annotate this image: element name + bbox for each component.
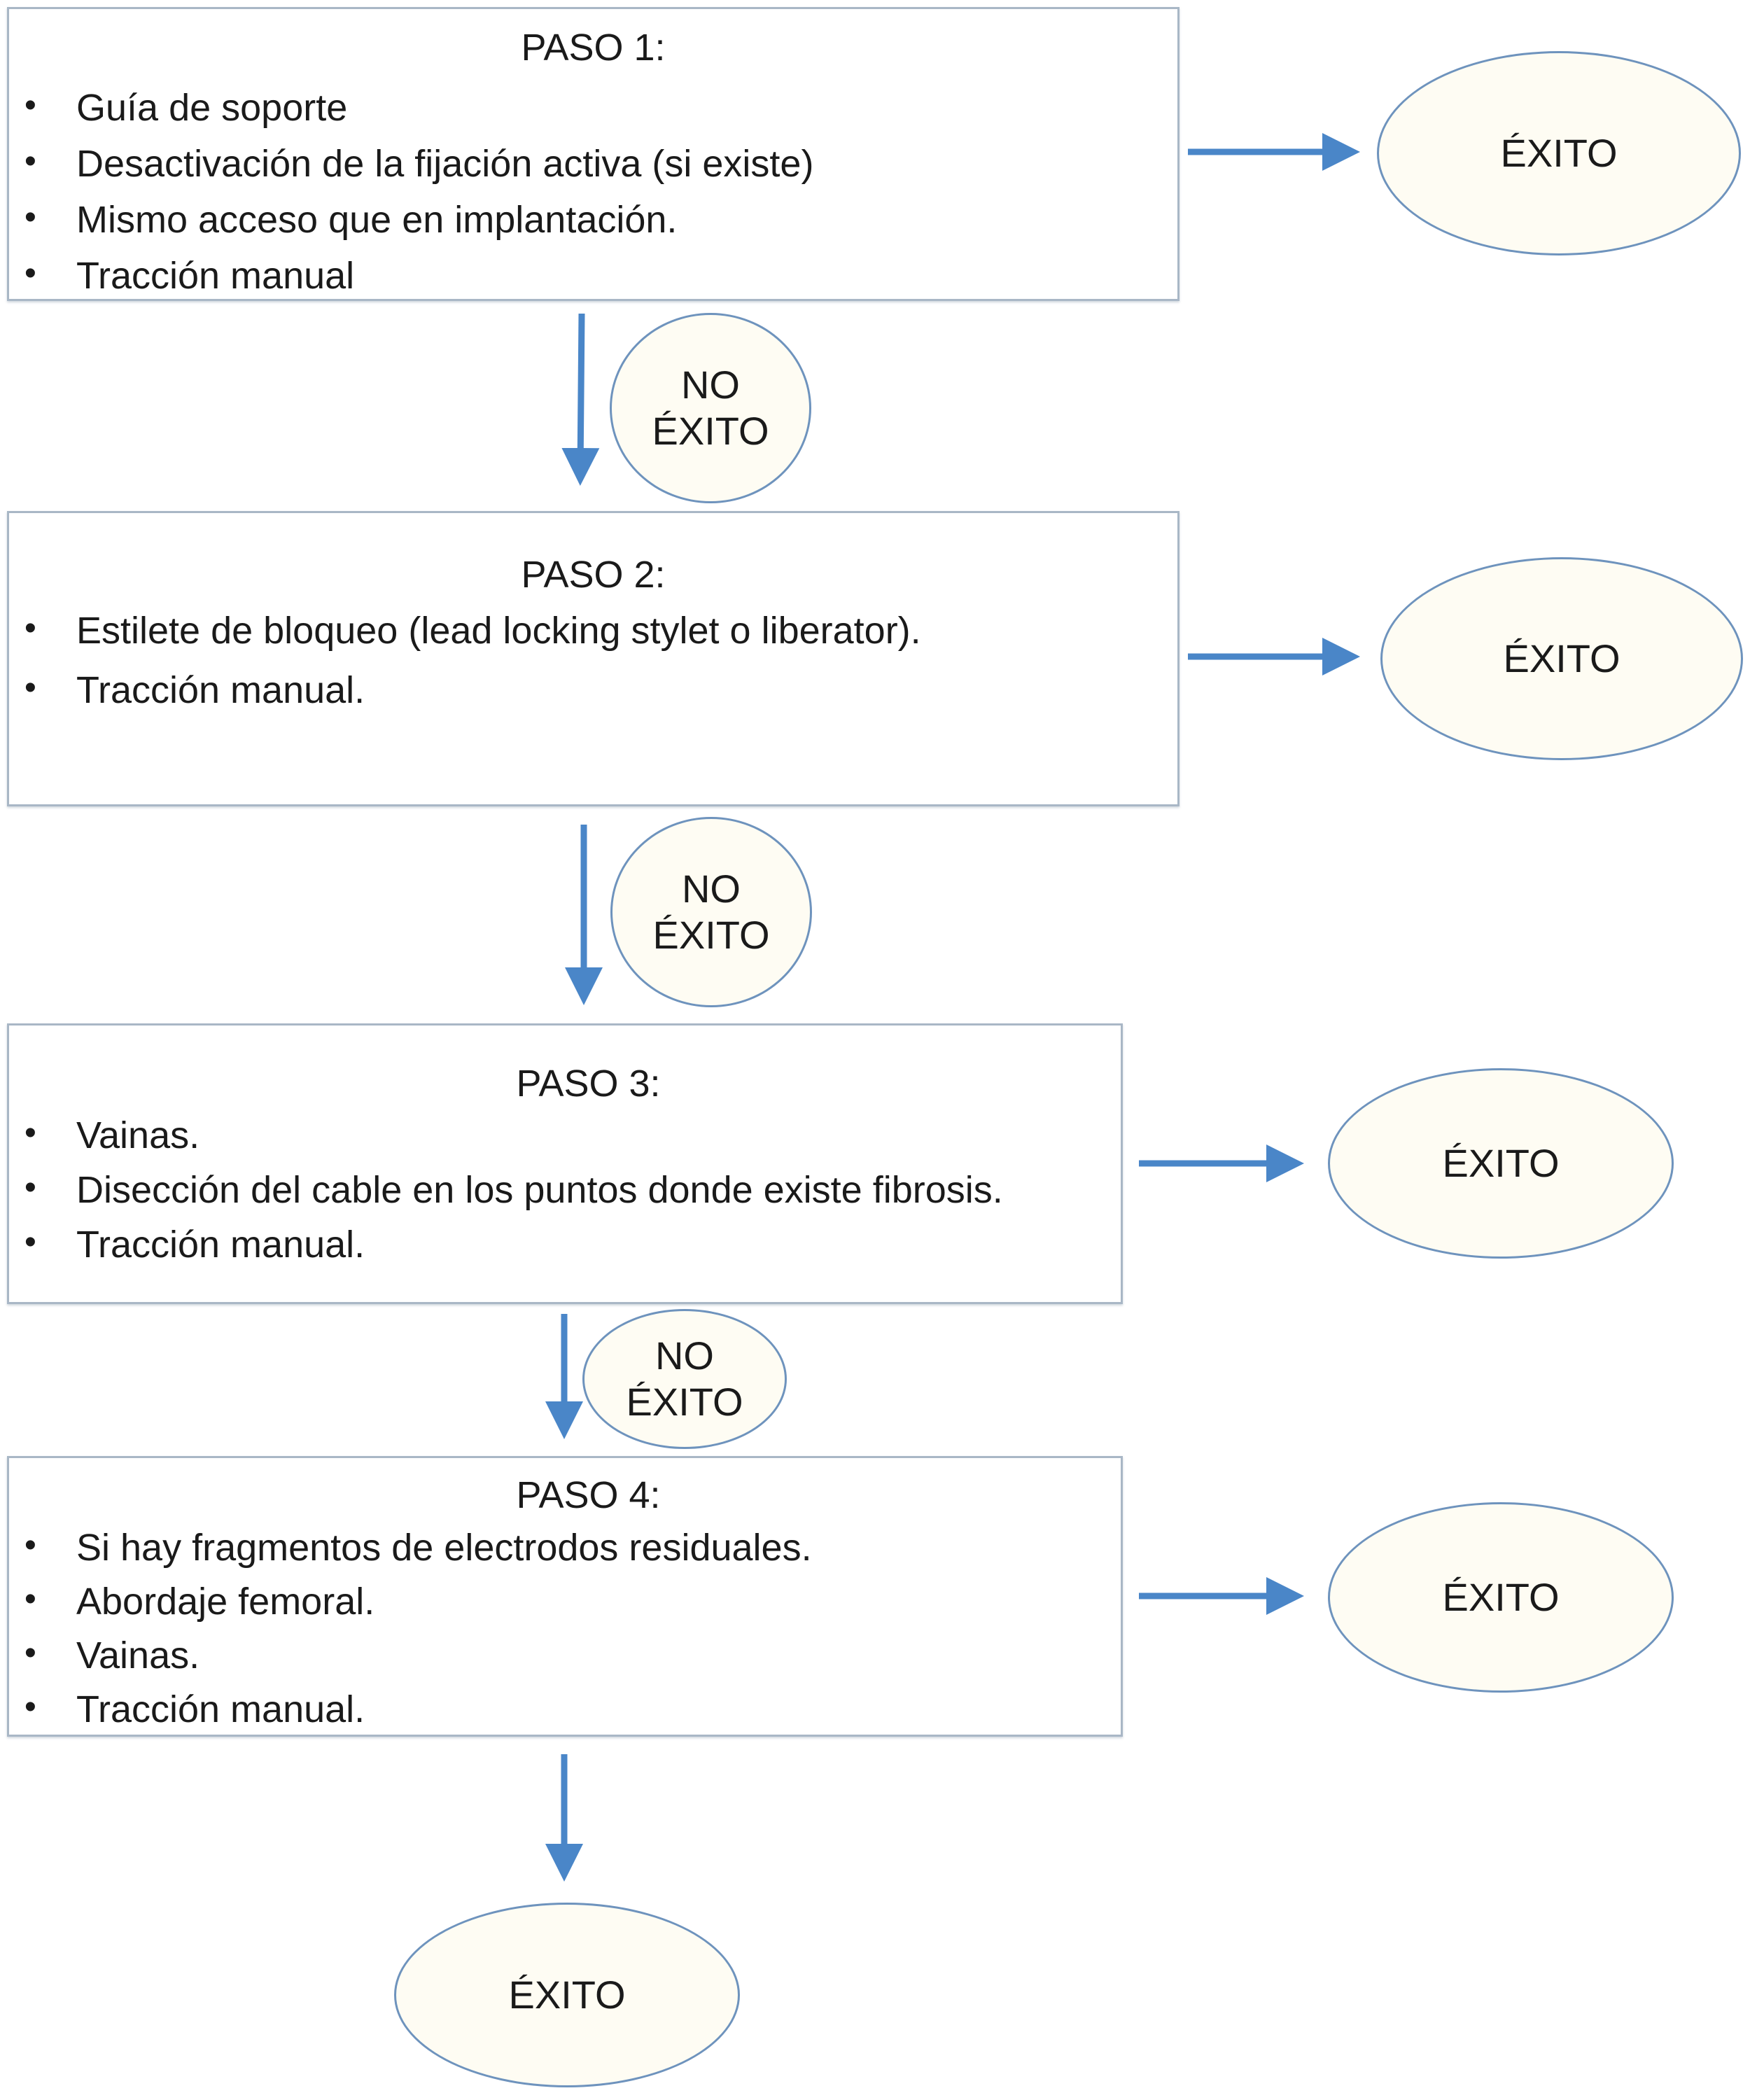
- step-1-success-label: ÉXITO: [1500, 131, 1618, 175]
- step-2-item: Tracción manual.: [9, 668, 921, 728]
- step-2-success-label: ÉXITO: [1503, 636, 1620, 680]
- failure-1-line1: NO: [680, 363, 740, 407]
- step-4-item: Abordaje femoral.: [9, 1580, 812, 1634]
- step-2-success-ellipse: ÉXITO: [1380, 557, 1743, 760]
- step-1-item: Guía de soporte: [9, 86, 813, 142]
- step-4-item: Tracción manual.: [9, 1688, 812, 1742]
- step-1-box: PASO 1: Guía de soporte Desactivación de…: [7, 7, 1180, 301]
- failure-1-line2: ÉXITO: [652, 409, 769, 453]
- failure-2-line1: NO: [681, 867, 741, 911]
- step-1-list: Guía de soporte Desactivación de la fija…: [9, 86, 813, 310]
- step-1-item: Desactivación de la fijación activa (si …: [9, 142, 813, 198]
- failure-3-line2: ÉXITO: [626, 1380, 743, 1424]
- step-4-success-label: ÉXITO: [1442, 1575, 1560, 1619]
- step-4-item: Vainas.: [9, 1634, 812, 1688]
- step-3-title: PASO 3:: [516, 1063, 661, 1105]
- failure-1-ellipse: NO ÉXITO: [610, 313, 811, 503]
- step-2-list: Estilete de bloqueo (lead locking stylet…: [9, 609, 921, 728]
- failure-2-line2: ÉXITO: [652, 913, 770, 957]
- step-3-item: Disección del cable en los puntos donde …: [9, 1168, 1003, 1223]
- step-2-item: Estilete de bloqueo (lead locking stylet…: [9, 609, 921, 668]
- step-1-title: PASO 1:: [521, 27, 666, 69]
- final-success-label: ÉXITO: [508, 1973, 626, 2017]
- step-3-item: Vainas.: [9, 1114, 1003, 1168]
- step-3-success-label: ÉXITO: [1442, 1141, 1560, 1185]
- step-3-list: Vainas. Disección del cable en los punto…: [9, 1114, 1003, 1278]
- failure-3-ellipse: NO ÉXITO: [582, 1309, 787, 1449]
- failure-2-ellipse: NO ÉXITO: [610, 817, 812, 1007]
- step-4-box: PASO 4: Si hay fragmentos de electrodos …: [7, 1456, 1123, 1737]
- step-1-item: Tracción manual: [9, 254, 813, 310]
- step-3-box: PASO 3: Vainas. Disección del cable en l…: [7, 1023, 1123, 1304]
- arrow-step1-down: [561, 313, 600, 486]
- failure-3-line1: NO: [654, 1334, 714, 1378]
- step-4-title: PASO 4:: [516, 1474, 661, 1516]
- step-4-list: Si hay fragmentos de electrodos residual…: [9, 1526, 812, 1742]
- step-2-box: PASO 2: Estilete de bloqueo (lead lockin…: [7, 511, 1180, 806]
- step-2-title: PASO 2:: [521, 554, 666, 596]
- step-1-success-ellipse: ÉXITO: [1377, 51, 1741, 255]
- step-4-success-ellipse: ÉXITO: [1328, 1502, 1674, 1693]
- step-1-item: Mismo acceso que en implantación.: [9, 198, 813, 254]
- step-3-item: Tracción manual.: [9, 1223, 1003, 1278]
- step-4-item: Si hay fragmentos de electrodos residual…: [9, 1526, 812, 1580]
- final-success-ellipse: ÉXITO: [394, 1903, 740, 2087]
- step-3-success-ellipse: ÉXITO: [1328, 1068, 1674, 1259]
